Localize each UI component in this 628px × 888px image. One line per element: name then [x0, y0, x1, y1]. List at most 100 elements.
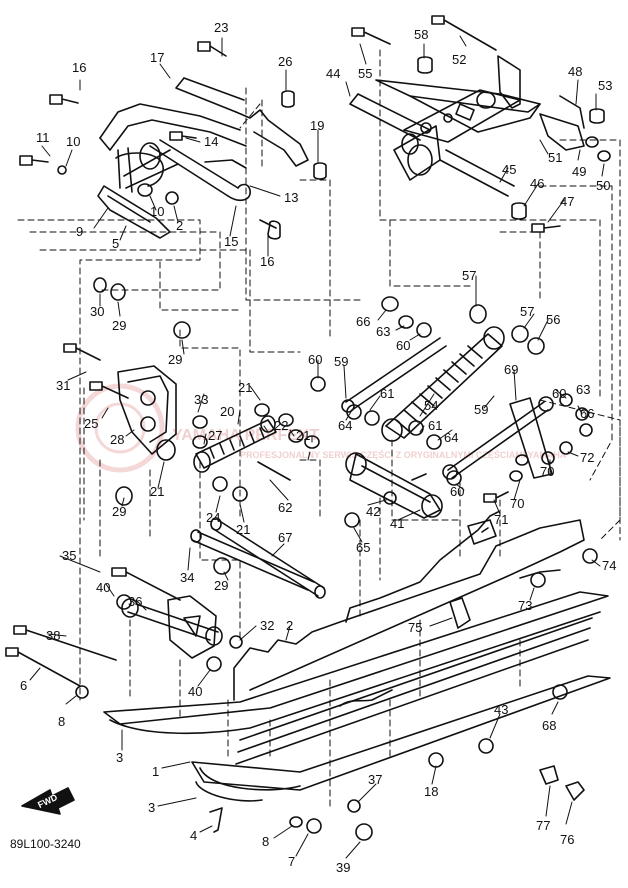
watermark-main: YAMAHA PERFEKT [172, 427, 320, 444]
callout-label: 62 [278, 500, 292, 515]
callout-label: 60 [552, 386, 566, 401]
callout-label: 60 [450, 484, 464, 499]
callout-label: 19 [310, 118, 324, 133]
callout-label: 48 [568, 64, 582, 79]
callout-label: 61 [428, 418, 442, 433]
watermark: YAMAHA PERFEKT PROFESJONALNY SERWIS CZĘŚ… [75, 383, 567, 473]
callout-label: 66 [356, 314, 370, 329]
callout-label: 42 [366, 504, 380, 519]
callout-label: 37 [368, 772, 382, 787]
leader-lines [17, 49, 621, 811]
callout-label: 29 [112, 504, 126, 519]
callout-label: 4 [190, 828, 197, 843]
front-arm-assembly [19, 41, 327, 240]
callout-label: 29 [214, 578, 228, 593]
line-art [5, 15, 621, 859]
callout-label: 59 [334, 354, 348, 369]
diagram-code: 89L100-3240 [10, 837, 81, 851]
callout-label: 56 [546, 312, 560, 327]
callout-label: 39 [336, 860, 350, 875]
rear-shock-assembly [310, 296, 598, 588]
callout-labels: 23 58 52 16 17 26 44 55 48 53 11 10 14 1… [20, 20, 616, 875]
callout-label: 36 [128, 594, 142, 609]
callout-label: 69 [504, 362, 518, 377]
callout-label: 50 [596, 178, 610, 193]
callout-label: 63 [576, 382, 590, 397]
callout-label: 64 [444, 430, 458, 445]
callout-label: 34 [180, 570, 194, 585]
callout-label: 63 [376, 324, 390, 339]
callout-label: 54 [424, 398, 438, 413]
callout-label: 40 [188, 684, 202, 699]
callout-label: 59 [474, 402, 488, 417]
callout-label: 28 [110, 432, 124, 447]
callout-label: 57 [520, 304, 534, 319]
callout-label: 26 [278, 54, 292, 69]
callout-label: 58 [414, 27, 428, 42]
callout-label: 8 [58, 714, 65, 729]
callout-label: 11 [36, 130, 50, 145]
callout-label: 71 [494, 512, 508, 527]
callout-label: 14 [204, 134, 218, 149]
callout-label: 22 [274, 418, 288, 433]
shaft-assembly [116, 517, 326, 610]
front-link-assembly [63, 277, 320, 506]
callout-label: 74 [602, 558, 616, 573]
forward-arrow-icon [21, 787, 75, 815]
callout-label: 52 [452, 52, 466, 67]
callout-label: 18 [424, 784, 438, 799]
callout-label: 61 [380, 386, 394, 401]
callout-label: 21 [296, 428, 310, 443]
callout-label: 17 [150, 50, 164, 65]
callout-label: 64 [338, 418, 352, 433]
callout-label: 13 [284, 190, 298, 205]
callout-label: 45 [502, 162, 516, 177]
rear-arm-assembly [349, 15, 611, 233]
callout-label: 49 [572, 164, 586, 179]
watermark-sub: PROFESJONALNY SERWIS CZĘŚCI Z ORYGINALNY… [240, 449, 567, 460]
callout-label: 66 [580, 406, 594, 421]
callout-label: 21 [150, 484, 164, 499]
callout-leaders [29, 35, 605, 859]
callout-label: 47 [560, 194, 574, 209]
callout-label: 46 [530, 176, 544, 191]
callout-label: 57 [462, 268, 476, 283]
callout-label: 7 [288, 854, 295, 869]
callout-label: 60 [396, 338, 410, 353]
callout-label: 2 [286, 618, 293, 633]
callout-label: 55 [358, 66, 372, 81]
callout-label: 24 [206, 510, 220, 525]
callout-label: 72 [580, 450, 594, 465]
callout-label: 3 [116, 750, 123, 765]
callout-label: 15 [224, 234, 238, 249]
callout-label: 21 [236, 522, 250, 537]
callout-label: 65 [356, 540, 370, 555]
callout-label: 43 [494, 702, 508, 717]
callout-label: 60 [308, 352, 322, 367]
callout-label: 51 [548, 150, 562, 165]
callout-label: 5 [112, 236, 119, 251]
callout-label: 16 [72, 60, 86, 75]
callout-label: 68 [542, 718, 556, 733]
slide-rails [5, 511, 611, 841]
callout-label: 73 [518, 598, 532, 613]
callout-label: 30 [90, 304, 104, 319]
callout-label: 25 [84, 416, 98, 431]
callout-label: 10 [150, 204, 164, 219]
callout-label: 29 [168, 352, 182, 367]
callout-label: 31 [56, 378, 70, 393]
callout-label: 8 [262, 834, 269, 849]
callout-label: 53 [598, 78, 612, 93]
callout-label: 44 [326, 66, 340, 81]
callout-label: 32 [260, 618, 274, 633]
callout-label: 75 [408, 620, 422, 635]
callout-label: 3 [148, 800, 155, 815]
callout-label: 33 [194, 392, 208, 407]
callout-label: 1 [152, 764, 159, 779]
callout-label: 23 [214, 20, 228, 35]
callout-label: 21 [238, 380, 252, 395]
callout-label: 35 [62, 548, 76, 563]
callout-label: 6 [20, 678, 27, 693]
